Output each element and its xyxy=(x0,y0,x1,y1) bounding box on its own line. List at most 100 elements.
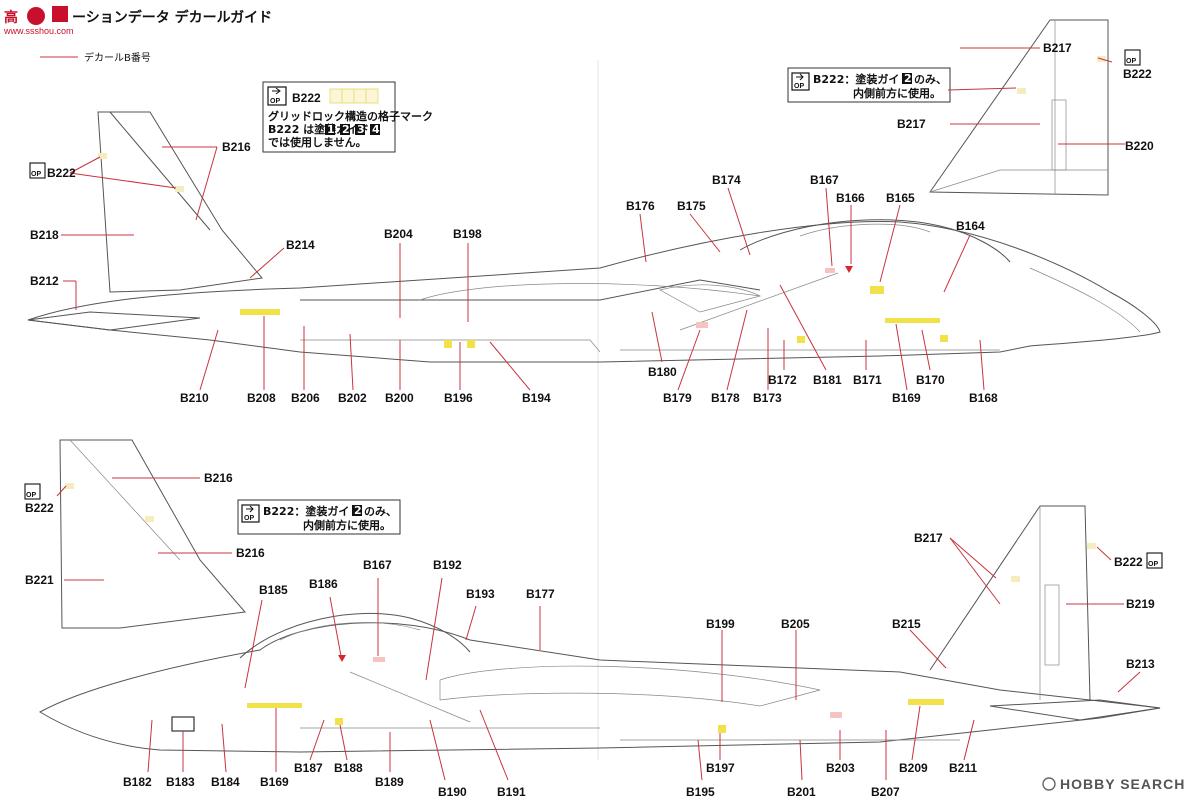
guide-number-1: 1 xyxy=(327,123,335,136)
bottom-note-line1: B222：塗装ガイド xyxy=(263,504,360,518)
op-icon: OP xyxy=(29,162,46,179)
top-right-note-line2: 内側前方に使用。 xyxy=(853,86,941,100)
decal-label: B180 xyxy=(648,365,677,379)
guide-number-badges: 1 2 3 4 xyxy=(325,123,380,136)
labels-top: B216 B222 B218 B212 B214 B204 B198 B176 … xyxy=(30,41,1154,405)
decal-label: B216 xyxy=(222,140,251,154)
svg-text:OP: OP xyxy=(1148,561,1158,568)
decal-label: B178 xyxy=(711,391,740,405)
decal-label: B195 xyxy=(686,785,715,799)
svg-text:OP: OP xyxy=(244,515,254,522)
decal-label: B217 xyxy=(1043,41,1072,55)
op-icon: OP xyxy=(267,86,287,106)
decal-label: B204 xyxy=(384,227,413,241)
grid-note-line3: では使用しません。 xyxy=(268,135,367,149)
op-icon: OP xyxy=(791,72,810,91)
decal-label: B203 xyxy=(826,761,855,775)
decal-label: B179 xyxy=(663,391,692,405)
svg-text:OP: OP xyxy=(26,492,36,499)
decal-label: B207 xyxy=(871,785,900,799)
bottom-guide-number: 2 xyxy=(354,504,362,517)
decal-label: B198 xyxy=(453,227,482,241)
decal-label: B167 xyxy=(810,173,839,187)
op-icon: OP xyxy=(241,504,260,523)
decal-label: B206 xyxy=(291,391,320,405)
decal-label: B202 xyxy=(338,391,367,405)
decal-label: B216 xyxy=(204,471,233,485)
guide-number-4: 4 xyxy=(372,123,380,136)
decal-label: B182 xyxy=(123,775,152,789)
decal-label: B170 xyxy=(916,373,945,387)
legend-text: デカールB番号 xyxy=(84,51,151,64)
watermark: HOBBY SEARCH xyxy=(1042,776,1185,792)
decal-label: B209 xyxy=(899,761,928,775)
decal-label: B177 xyxy=(526,587,555,601)
grid-note-code: B222 xyxy=(292,91,321,105)
op-icon: OP xyxy=(1124,49,1141,66)
top-right-guide-number: 2 xyxy=(904,72,912,85)
decal-label: B222 xyxy=(1123,67,1152,81)
decal-label: B176 xyxy=(626,199,655,213)
watermark-text: HOBBY SEARCH xyxy=(1060,776,1185,792)
decal-label: B189 xyxy=(375,775,404,789)
decal-label: B218 xyxy=(30,228,59,242)
guide-number-3: 3 xyxy=(357,123,365,136)
decal-label: B165 xyxy=(886,191,915,205)
op-icon: OP xyxy=(24,483,41,500)
tail-detail-top-right xyxy=(929,19,1109,196)
decal-label: B197 xyxy=(706,761,735,775)
svg-text:OP: OP xyxy=(794,83,804,90)
decal-label: B169 xyxy=(892,391,921,405)
guide-number-2: 2 xyxy=(342,123,350,136)
decal-label: B194 xyxy=(522,391,551,405)
decal-swatches xyxy=(65,56,1106,733)
logo-emblem-icon xyxy=(27,7,45,25)
aircraft-top-outline xyxy=(27,111,1161,363)
site-logo: 高 www.ssshou.com xyxy=(3,6,74,36)
decal-label: B212 xyxy=(30,274,59,288)
decal-label: B167 xyxy=(363,558,392,572)
decal-label: B214 xyxy=(286,238,315,252)
decal-label: B201 xyxy=(787,785,816,799)
decal-label: B174 xyxy=(712,173,741,187)
decal-label: B217 xyxy=(914,531,943,545)
decal-label: B196 xyxy=(444,391,473,405)
decal-label: B184 xyxy=(211,775,240,789)
top-right-note-line1b: のみ、 xyxy=(914,73,947,86)
decal-label: B166 xyxy=(836,191,865,205)
labels-bottom: B216 B222 B216 B221 B185 B186 B167 B192 … xyxy=(25,471,1155,799)
decal-label: B222 xyxy=(1114,555,1143,569)
page-title: ーションデータ デカールガイド xyxy=(72,9,272,26)
decal-label: B211 xyxy=(949,761,977,775)
decal-label: B213 xyxy=(1126,657,1155,671)
decal-label: B164 xyxy=(956,219,985,233)
decal-label: B188 xyxy=(334,761,363,775)
decal-label: B219 xyxy=(1126,597,1155,611)
decal-label: B181 xyxy=(813,373,842,387)
top-right-note-box: OP B222：塗装ガイド 2 のみ、 内側前方に使用。 xyxy=(787,67,951,103)
decal-label: B168 xyxy=(969,391,998,405)
decal-label: B222 xyxy=(25,501,54,515)
decal-label: B187 xyxy=(294,761,323,775)
svg-text:OP: OP xyxy=(270,98,280,105)
decal-label: B199 xyxy=(706,617,735,631)
decal-label: B215 xyxy=(892,617,921,631)
decal-label: B222 xyxy=(47,166,76,180)
logo-glyphs: 高 xyxy=(4,9,18,26)
decal-label: B220 xyxy=(1125,139,1154,153)
bottom-note-box: OP B222：塗装ガイド 2 のみ、 内側前方に使用。 xyxy=(237,499,401,535)
decal-label: B208 xyxy=(247,391,276,405)
grid-swatch xyxy=(329,88,379,104)
decal-label: B186 xyxy=(309,577,338,591)
svg-text:OP: OP xyxy=(31,171,41,178)
decal-label: B216 xyxy=(236,546,265,560)
decal-label: B193 xyxy=(466,587,495,601)
decal-label: B210 xyxy=(180,391,209,405)
logo-url: www.ssshou.com xyxy=(3,26,74,36)
decal-label: B191 xyxy=(497,785,526,799)
decal-label: B169 xyxy=(260,775,289,789)
decal-label: B205 xyxy=(781,617,810,631)
decal-label: B200 xyxy=(385,391,414,405)
